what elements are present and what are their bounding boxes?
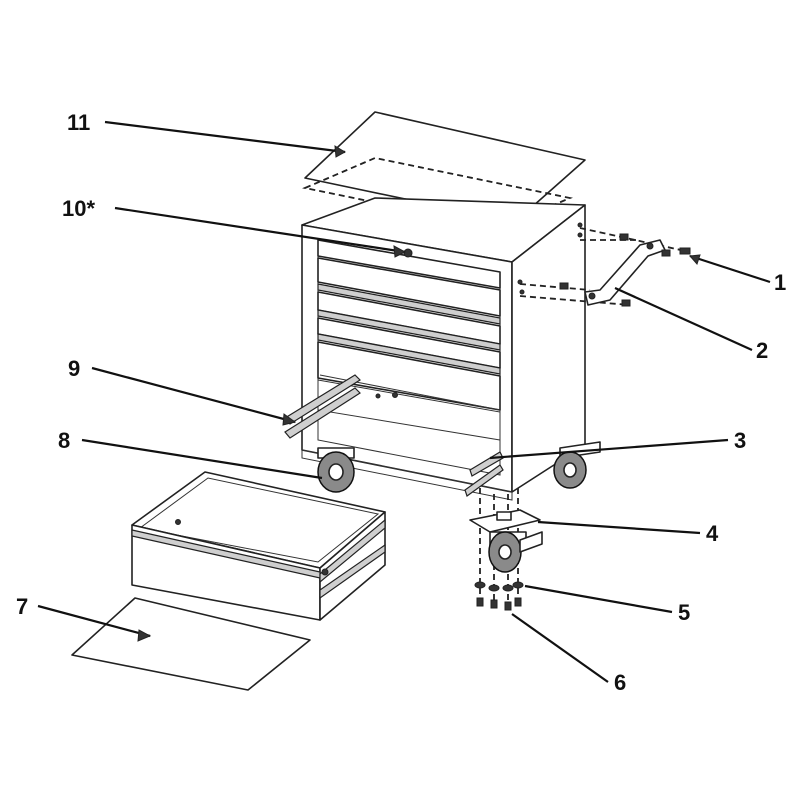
callout-3: 3	[734, 428, 746, 453]
callout-4: 4	[706, 521, 719, 546]
handle-screws	[559, 233, 691, 307]
callout-6: 6	[614, 670, 626, 695]
lock-icon	[403, 248, 413, 258]
removed-drawer	[131, 471, 386, 621]
rear-caster-left	[317, 447, 355, 493]
caster-washers-bolts	[474, 581, 524, 611]
leader-lines	[37, 120, 771, 683]
caster-exploded	[469, 509, 543, 573]
side-handle	[584, 239, 666, 306]
drawer-slides	[284, 374, 504, 497]
callout-5: 5	[678, 600, 690, 625]
callout-11: 11	[67, 110, 90, 135]
callout-labels: 11 10* 9 8 7 1 2 3 4 5 6	[16, 110, 786, 695]
callout-8: 8	[58, 428, 70, 453]
rear-caster-right	[553, 441, 601, 489]
callout-1: 1	[774, 270, 786, 295]
callout-2: 2	[756, 338, 768, 363]
tool-cabinet-body	[301, 197, 586, 501]
callout-10: 10*	[62, 196, 95, 221]
callout-9: 9	[68, 356, 80, 381]
drawer-liner	[71, 597, 311, 691]
callout-7: 7	[16, 594, 28, 619]
